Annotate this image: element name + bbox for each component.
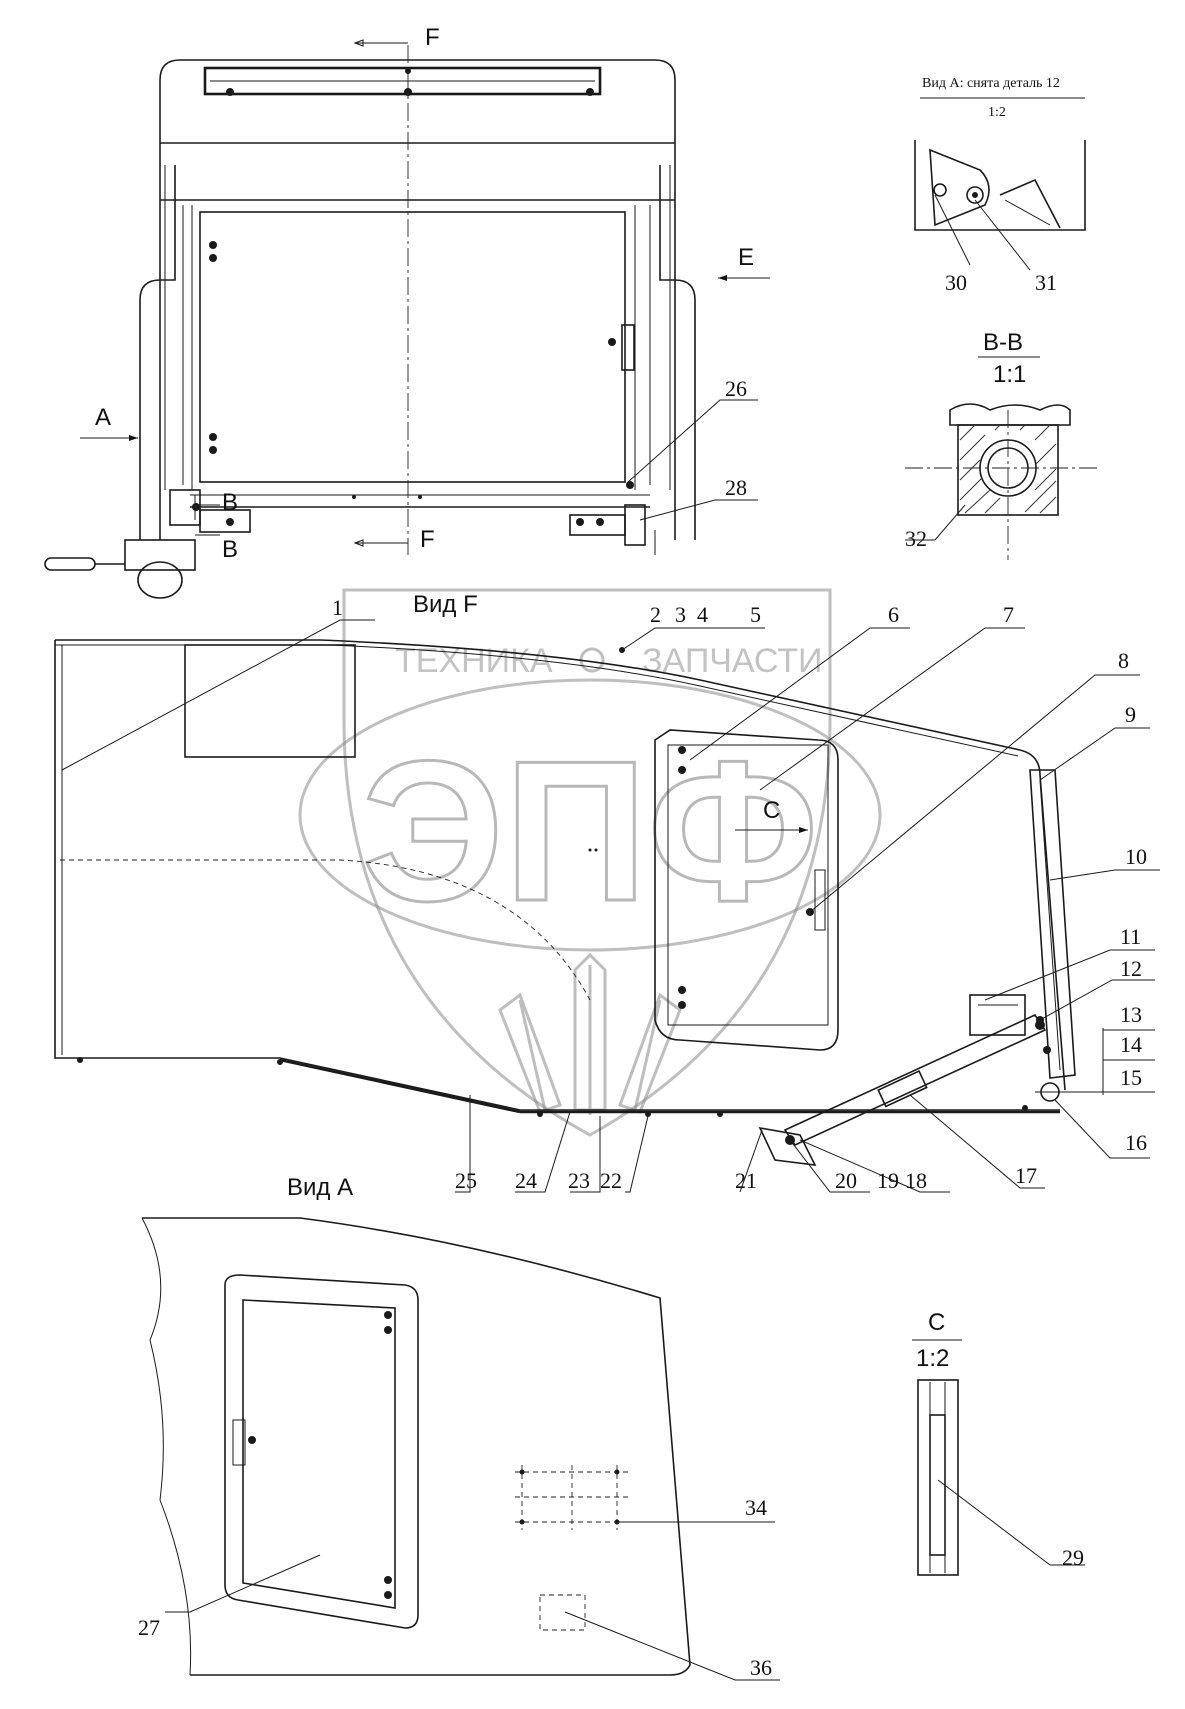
callout-7: 7 bbox=[1003, 602, 1014, 627]
section-b-bottom-label: B bbox=[222, 536, 238, 563]
section-f-bottom-label: F bbox=[420, 526, 435, 553]
callout-2: 2 bbox=[650, 602, 661, 627]
watermark-left-word: ТЕХНИКА bbox=[395, 642, 553, 680]
view-a-title: Вид А bbox=[287, 1174, 353, 1201]
view-a: Вид А 27 34 36 bbox=[138, 1174, 780, 1681]
callout-34: 34 bbox=[745, 1495, 767, 1520]
view-e-arrow-label: E bbox=[738, 244, 754, 271]
callout-19: 19 bbox=[877, 1168, 899, 1193]
callout-12: 12 bbox=[1120, 956, 1142, 981]
watermark-logo: ЭПФ bbox=[362, 720, 819, 943]
callout-9: 9 bbox=[1125, 702, 1136, 727]
wheat-icon bbox=[498, 952, 682, 1115]
view-f: Вид F C bbox=[54, 591, 1160, 1193]
section-bb: В-В 1:1 32 bbox=[905, 329, 1100, 560]
view-a-detail: Вид А: снята деталь 12 1:2 30 31 bbox=[914, 76, 1086, 295]
section-b-top-label: B bbox=[222, 489, 238, 516]
callout-11: 11 bbox=[1120, 924, 1141, 949]
callout-29: 29 bbox=[1062, 1545, 1084, 1570]
watermark: ТЕХНИКА ЗАПЧАСТИ ЭПФ bbox=[298, 588, 882, 1137]
callout-8: 8 bbox=[1118, 648, 1129, 673]
callout-10: 10 bbox=[1125, 844, 1147, 869]
view-f-title: Вид F bbox=[413, 591, 478, 618]
section-bb-scale: 1:1 bbox=[993, 361, 1026, 388]
callout-32: 32 bbox=[905, 526, 927, 551]
section-bb-title: В-В bbox=[983, 329, 1023, 356]
callout-26: 26 bbox=[725, 376, 747, 401]
callout-4: 4 bbox=[697, 602, 708, 627]
callout-13: 13 bbox=[1120, 1002, 1142, 1027]
view-a-detail-scale: 1:2 bbox=[988, 105, 1006, 120]
detail-c-marker: C bbox=[763, 797, 780, 824]
callout-18: 18 bbox=[905, 1168, 927, 1193]
callout-5: 5 bbox=[750, 602, 761, 627]
callout-31: 31 bbox=[1035, 270, 1057, 295]
callout-16: 16 bbox=[1125, 1130, 1147, 1155]
detail-c-scale: 1:2 bbox=[916, 1345, 949, 1372]
callout-28: 28 bbox=[725, 475, 747, 500]
callout-20: 20 bbox=[835, 1168, 857, 1193]
callout-15: 15 bbox=[1120, 1065, 1142, 1090]
callout-25: 25 bbox=[455, 1168, 477, 1193]
detail-c-title: С bbox=[928, 1309, 945, 1336]
callout-14: 14 bbox=[1120, 1032, 1142, 1057]
callout-17: 17 bbox=[1015, 1163, 1037, 1188]
front-view: F F bbox=[44, 24, 770, 599]
callout-23: 23 bbox=[568, 1168, 590, 1193]
callout-27: 27 bbox=[138, 1615, 160, 1640]
callout-24: 24 bbox=[515, 1168, 537, 1193]
callout-1: 1 bbox=[332, 595, 343, 620]
view-a-detail-title: Вид А: снята деталь 12 bbox=[922, 76, 1060, 91]
section-f-top-label: F bbox=[425, 24, 440, 51]
callout-30: 30 bbox=[945, 270, 967, 295]
callout-22: 22 bbox=[600, 1168, 622, 1193]
view-a-arrow-label: A bbox=[95, 404, 111, 431]
callout-36: 36 bbox=[750, 1655, 772, 1680]
detail-c: С 1:2 29 bbox=[912, 1309, 1085, 1576]
callout-3: 3 bbox=[675, 602, 686, 627]
callout-6: 6 bbox=[888, 602, 899, 627]
callout-21: 21 bbox=[735, 1168, 757, 1193]
